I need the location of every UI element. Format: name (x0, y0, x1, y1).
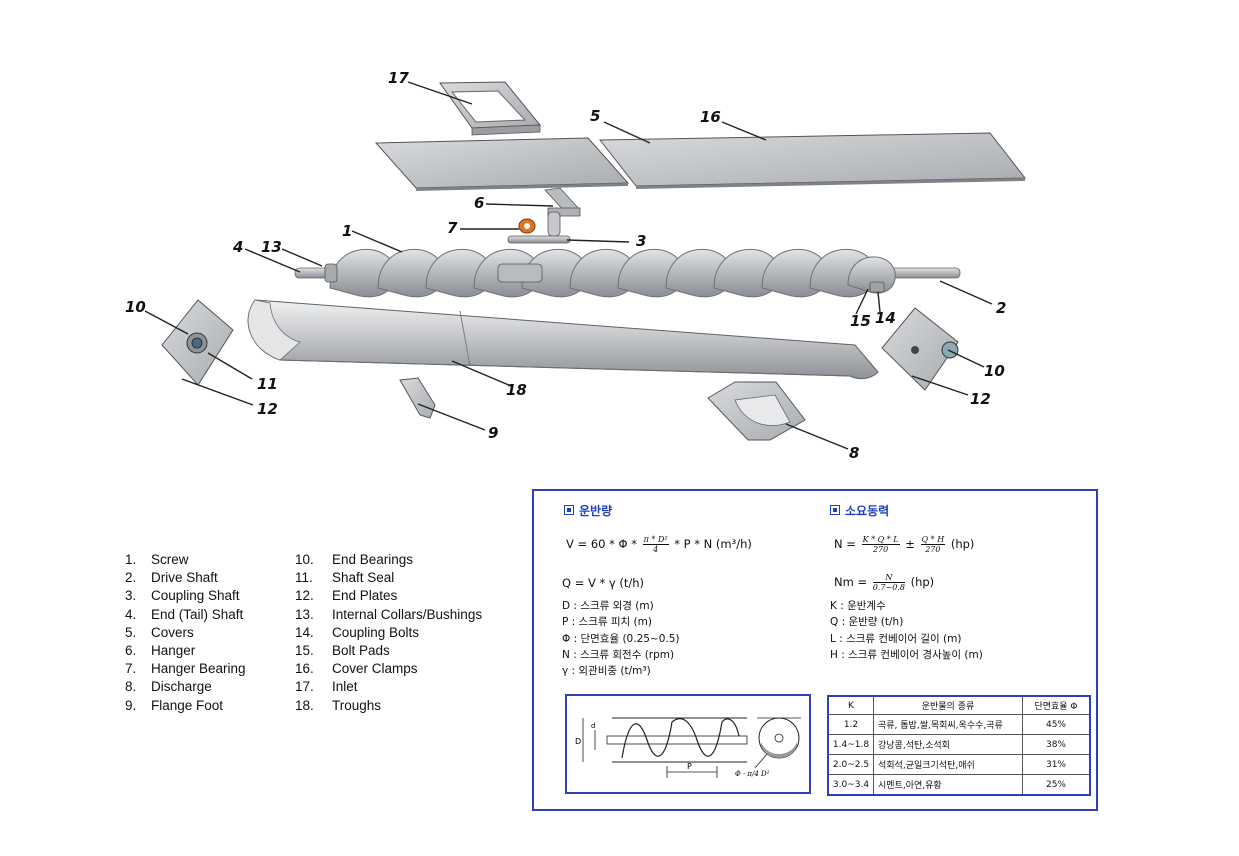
capacity-title: 운반량 (564, 502, 612, 519)
callout-4: 4 (232, 238, 243, 256)
leader-lines (144, 81, 993, 450)
callout-11: 11 (257, 375, 278, 393)
callout-6: 6 (474, 194, 484, 212)
callout-12-left: 12 (257, 400, 278, 418)
legend-item: 17.Inlet (295, 679, 358, 695)
table-cell: 3.0~3.4 (827, 774, 874, 796)
power-definitions: K : 운반계수 Q : 운반량 (t/h) L : 스크류 컨베이어 길이 (… (830, 600, 983, 661)
parts-legend-left: 1.Screw 2.Drive Shaft 3.Coupling Shaft 4… (125, 551, 246, 715)
legend-item: 12.End Plates (295, 588, 398, 604)
hanger-assembly (507, 187, 581, 244)
legend-item: 14.Coupling Bolts (295, 624, 420, 640)
table-header: 단면효율 Φ (1022, 695, 1091, 715)
callout-16: 16 (700, 108, 721, 126)
callout-14: 14 (875, 309, 896, 327)
table-cell: 38% (1022, 734, 1091, 755)
left-end-plate (161, 299, 234, 386)
table-cell: 1.2 (827, 714, 874, 735)
inlet (439, 81, 542, 136)
callout-7: 7 (447, 219, 458, 237)
exploded-screw-conveyor-diagram: 17 5 16 6 7 3 1 13 4 2 15 14 10 11 12 18… (125, 69, 1027, 462)
screw (294, 248, 961, 298)
callout-9: 9 (488, 424, 498, 442)
area-formula: Φ · π/4 D² (735, 770, 770, 778)
table-header: 운반물의 종류 (873, 695, 1023, 715)
table-cell: 31% (1022, 754, 1091, 775)
table-row: 2.0~2.5 석회석,균일크기석탄,애쉬 31% (827, 754, 1091, 775)
callout-labels: 17 5 16 6 7 3 1 13 4 2 15 14 10 11 12 18… (125, 69, 1006, 462)
table-cell: 시멘트,아연,유황 (873, 774, 1023, 796)
capacity-definitions: D : 스크류 외경 (m) P : 스크류 피치 (m) Φ : 단면효율 (… (562, 600, 680, 678)
legend-item: 3.Coupling Shaft (125, 588, 240, 604)
legend-item: 16.Cover Clamps (295, 661, 418, 677)
trough (247, 299, 879, 380)
screw-dimension-sketch: D d P Φ · π/4 D² (565, 694, 811, 794)
callout-12-right: 12 (970, 390, 991, 408)
table-cell: 석회석,균일크기석탄,애쉬 (873, 754, 1023, 775)
parts-legend-right: 10.End Bearings 11.Shaft Seal 12.End Pla… (295, 551, 482, 715)
discharge (707, 381, 806, 441)
covers (374, 132, 1027, 191)
legend-item: 10.End Bearings (295, 552, 414, 567)
table-cell: 곡류, 톱밥,쌀,목회씨,옥수수,곡류 (873, 714, 1023, 735)
callout-17: 17 (388, 69, 409, 87)
power-title: 소요동력 (830, 502, 889, 519)
legend-item: 5.Covers (125, 624, 194, 640)
capacity-formula: Q = V * γ (t/h) (562, 576, 645, 590)
table-header: K (827, 695, 874, 715)
table-cell: 45% (1022, 714, 1091, 735)
legend-item: 4.End (Tail) Shaft (125, 606, 244, 622)
screw-section-drawing: D d P Φ · π/4 D² (575, 717, 801, 778)
bullet-square-icon (830, 505, 840, 515)
legend-item: 6.Hanger (125, 643, 196, 659)
table-row: 1.4~1.8 강낭콩,석탄,소석회 38% (827, 734, 1091, 755)
pitch-label: P (687, 762, 692, 771)
table-row: 3.0~3.4 시멘트,아연,유황 25% (827, 774, 1091, 796)
legend-item: 8.Discharge (125, 679, 212, 695)
table-cell: 2.0~2.5 (827, 754, 874, 775)
legend-item: 11.Shaft Seal (295, 570, 395, 586)
legend-item: 7.Hanger Bearing (125, 661, 246, 677)
callout-3: 3 (636, 232, 646, 250)
table-row: 1.2 곡류, 톱밥,쌀,목회씨,옥수수,곡류 45% (827, 714, 1091, 735)
callout-5: 5 (590, 107, 600, 125)
legend-item: 9.Flange Foot (125, 697, 224, 713)
k-coefficient-table: K 운반물의 종류 단면효율 Φ 1.2 곡류, 톱밥,쌀,목회씨,옥수수,곡류… (827, 695, 1091, 796)
callout-18: 18 (506, 381, 527, 399)
legend-item: 2.Drive Shaft (125, 570, 218, 586)
flange-foot (399, 377, 436, 419)
legend-item: 15.Bolt Pads (295, 643, 390, 659)
table-cell: 25% (1022, 774, 1091, 796)
table-cell: 1.4~1.8 (827, 734, 874, 755)
callout-15: 15 (850, 312, 871, 330)
callout-10-left: 10 (125, 298, 146, 316)
diameter-label: D (575, 737, 581, 746)
bullet-square-icon (564, 505, 574, 515)
callout-13: 13 (261, 238, 282, 256)
legend-item: 1.Screw (125, 552, 189, 567)
shaft-diameter-label: d (591, 722, 595, 730)
legend-item: 13.Internal Collars/Bushings (295, 606, 483, 622)
callout-1: 1 (342, 222, 352, 240)
callout-2: 2 (996, 299, 1006, 317)
callout-8: 8 (849, 444, 859, 462)
legend-item: 18.Troughs (295, 697, 382, 713)
table-header-row: K 운반물의 종류 단면효율 Φ (827, 695, 1091, 715)
callout-10-right: 10 (984, 362, 1005, 380)
table-cell: 강낭콩,석탄,소석회 (873, 734, 1023, 755)
right-end-plate (881, 307, 959, 391)
